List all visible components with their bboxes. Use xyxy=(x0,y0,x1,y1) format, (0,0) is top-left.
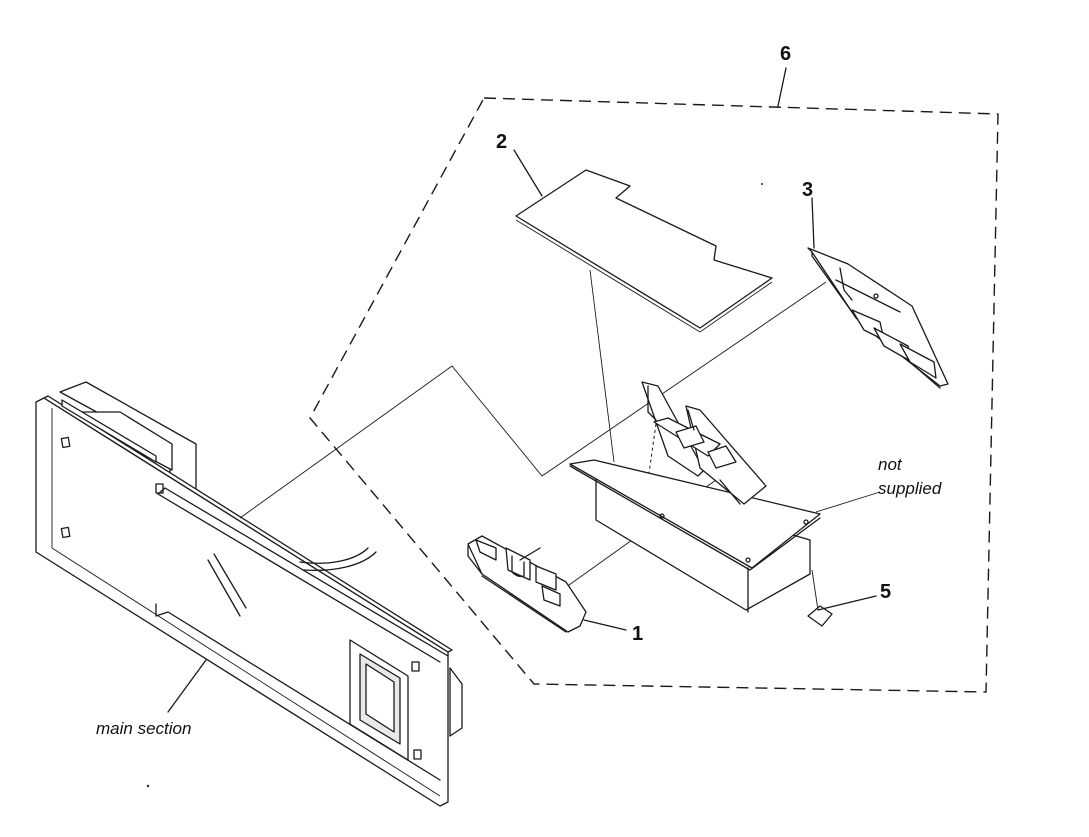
part-2-gasket-plate xyxy=(515,169,773,333)
part-1-switch-block xyxy=(467,535,587,633)
label-supplied: supplied xyxy=(878,479,942,498)
label-part-1: 1 xyxy=(632,623,643,645)
base-plate-not-supplied xyxy=(569,459,821,613)
label-main-section: main section xyxy=(96,719,191,738)
label-part-6: 6 xyxy=(780,43,791,65)
kit-boundary-6 xyxy=(309,67,999,693)
mounting-bracket-center xyxy=(641,381,767,505)
label-not: not xyxy=(878,455,903,474)
label-part-3: 3 xyxy=(802,179,813,201)
label-part-2: 2 xyxy=(496,131,507,153)
label-leaders xyxy=(167,149,881,713)
label-part-5: 5 xyxy=(880,581,891,603)
scan-speck xyxy=(761,183,763,185)
main-section-housing xyxy=(35,381,463,807)
part-5-pad xyxy=(807,595,877,627)
part-3-bracket xyxy=(807,247,949,389)
scan-speck xyxy=(146,784,150,788)
